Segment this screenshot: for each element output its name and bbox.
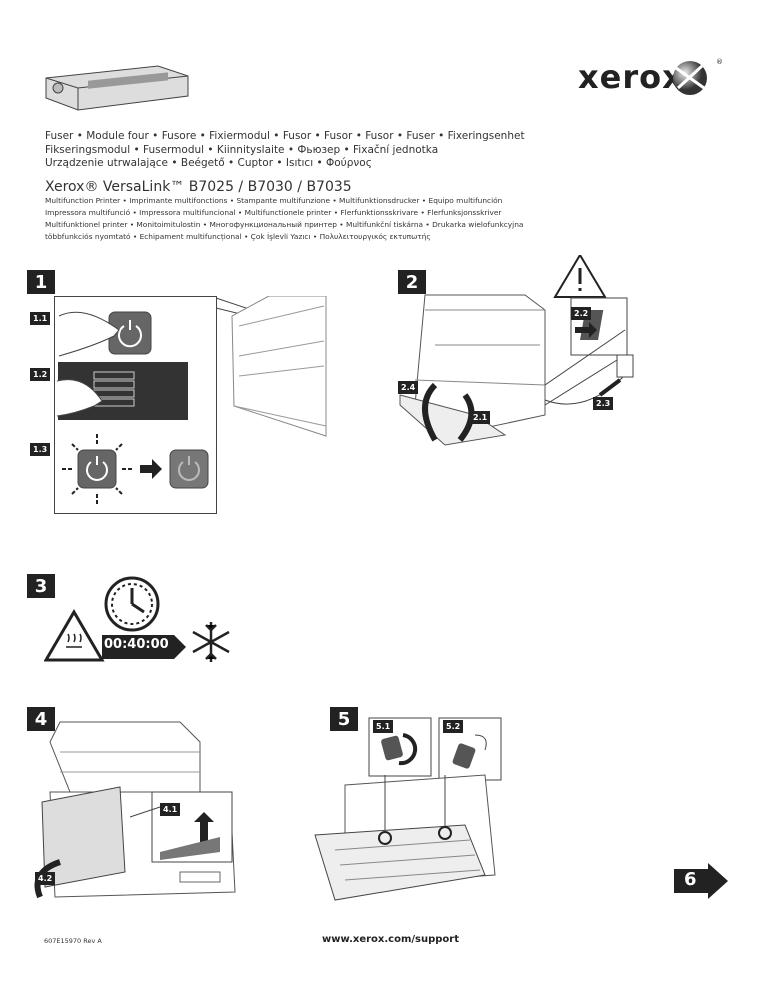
- step-3-illustration: [44, 576, 230, 662]
- step-5-number: 5: [330, 707, 358, 731]
- step-4-number: 4: [27, 707, 55, 731]
- step-1-panel: [54, 296, 217, 514]
- step-2-number: 2: [398, 270, 426, 294]
- step-5-illustration: [314, 717, 502, 901]
- registered-mark: ®: [716, 58, 723, 66]
- step-3-number: 3: [27, 574, 55, 598]
- product-desc-3: Multifunktionel printer • Monitoimitulos…: [45, 220, 524, 229]
- fuser-illustration: [45, 65, 189, 111]
- document-id: 607E15970 Rev A: [44, 937, 102, 945]
- substep-1-1: 1.1: [30, 312, 51, 325]
- substep-2-1: 2.1: [470, 411, 491, 424]
- xerox-logo-sphere-icon: [673, 61, 707, 95]
- step-2-illustration: [399, 255, 634, 446]
- substep-1-3: 1.3: [30, 443, 51, 456]
- xerox-logo-text: xerox: [578, 58, 684, 96]
- step-4-illustration: [34, 721, 236, 899]
- step-1-number: 1: [27, 270, 55, 294]
- substep-2-4: 2.4: [398, 381, 419, 394]
- substep-5-1: 5.1: [373, 720, 394, 733]
- substep-4-1: 4.1: [160, 803, 181, 816]
- next-step-arrow-icon: [674, 863, 728, 899]
- snowflake-icon: [192, 622, 230, 662]
- substep-2-2: 2.2: [571, 307, 592, 320]
- support-url[interactable]: www.xerox.com/support: [322, 934, 459, 945]
- substep-4-2: 4.2: [35, 872, 56, 885]
- product-title: Xerox® VersaLink™ B7025 / B7030 / B7035: [45, 179, 352, 195]
- substep-2-3: 2.3: [593, 397, 614, 410]
- substep-1-2: 1.2: [30, 368, 51, 381]
- step-1-illustration: [56, 296, 327, 504]
- next-step-number: 6: [684, 869, 697, 890]
- part-names-line-1: Fuser • Module four • Fusore • Fixiermod…: [45, 130, 525, 142]
- substep-5-2: 5.2: [443, 720, 464, 733]
- cooldown-timer: 00:40:00: [104, 637, 169, 652]
- part-names-line-2: Fikseringsmodul • Fusermodul • Kiinnitys…: [45, 144, 439, 156]
- product-desc-1: Multifunction Printer • Imprimante multi…: [45, 196, 503, 205]
- part-names-line-3: Urządzenie utrwalające • Beégető • Cupto…: [45, 157, 372, 169]
- product-desc-4: többfunkciós nyomtató • Echipament multi…: [45, 232, 431, 241]
- product-desc-2: Impressora multifunció • Impressora mult…: [45, 208, 502, 217]
